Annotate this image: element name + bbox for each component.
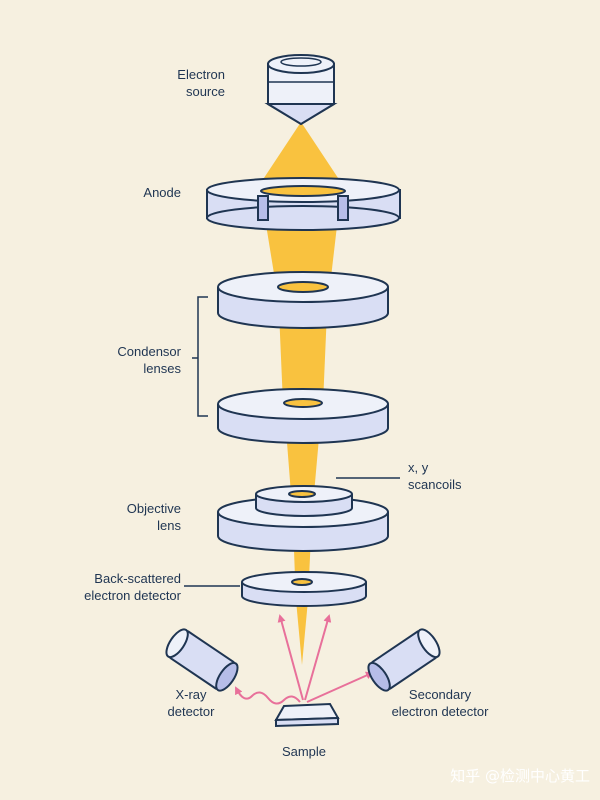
label-scancoils-line1: x, y (408, 460, 429, 475)
label-electron-source-line2: source (186, 84, 225, 99)
scancoils (255, 485, 353, 517)
label-bse-line2: electron detector (84, 588, 182, 603)
label-scancoils-line2: scancoils (408, 477, 462, 492)
label-secondary-line1: Secondary (409, 687, 472, 702)
label-xray-line2: detector (168, 704, 216, 719)
label-condensor-line2: lenses (143, 361, 181, 376)
condensor-lens-upper (217, 271, 389, 329)
anode (206, 177, 401, 231)
label-secondary-line2: electron detector (392, 704, 490, 719)
label-bse-line1: Back-scattered (94, 571, 181, 586)
label-objective-line1: Objective (127, 501, 181, 516)
xray-detector (165, 628, 239, 692)
label-xray-line1: X-ray (175, 687, 207, 702)
label-objective-line2: lens (157, 518, 181, 533)
label-sample: Sample (282, 744, 326, 759)
leader-lines (184, 296, 400, 587)
secondary-detector (367, 628, 441, 692)
signal-arrows (235, 614, 374, 705)
label-electron-source-line1: Electron (177, 67, 225, 82)
label-anode: Anode (143, 185, 181, 200)
bse-detector (241, 571, 367, 607)
electron-source (264, 54, 338, 126)
watermark: 知乎 @检测中心黄工 (450, 767, 590, 785)
label-condensor-line1: Condensor (117, 344, 181, 359)
labels: Electron source Anode Condensor lenses x… (84, 67, 489, 759)
condensor-lens-lower (217, 388, 389, 444)
sample (274, 702, 340, 728)
